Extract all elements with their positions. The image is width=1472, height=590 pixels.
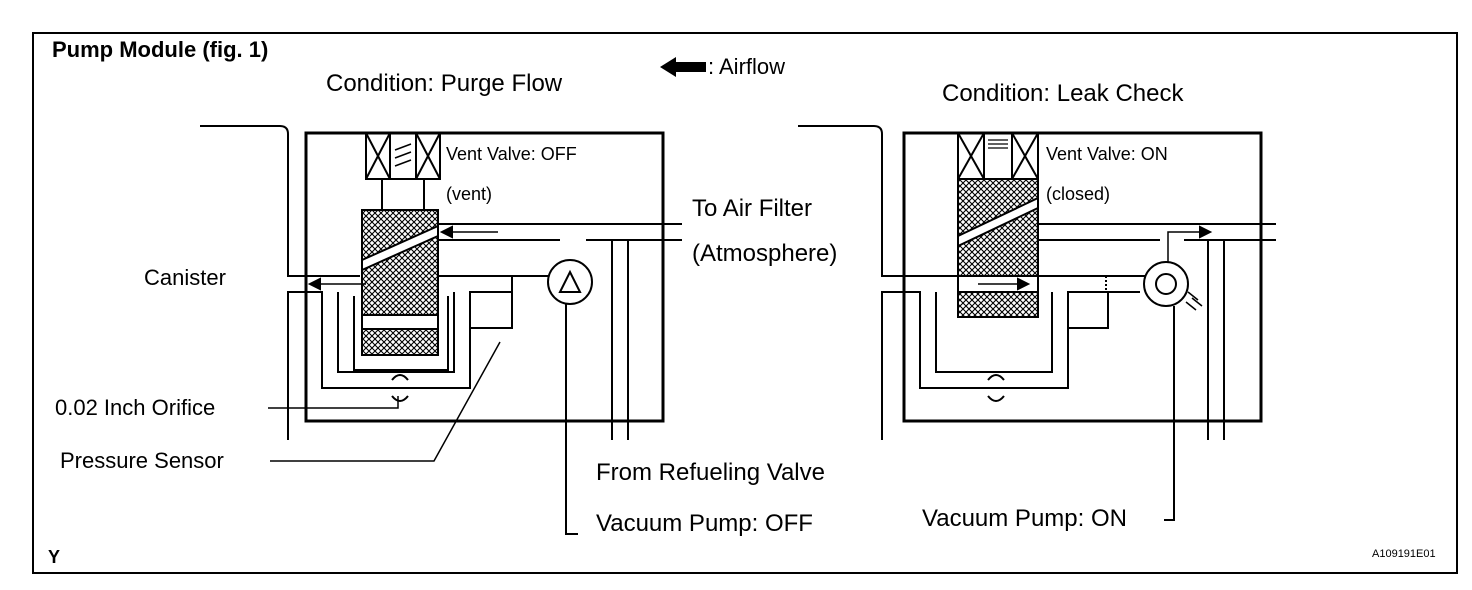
right-vent-valve-label: Vent Valve: ON — [1046, 144, 1168, 164]
atmosphere-label: (Atmosphere) — [692, 240, 838, 267]
left-condition-label: Condition: Purge Flow — [326, 70, 563, 97]
right-vacuum-pump-label: Vacuum Pump: ON — [922, 505, 1127, 532]
left-arrow-icon — [660, 57, 706, 77]
left-vent-state-label: (vent) — [446, 184, 493, 204]
airflow-legend-text: : Airflow — [708, 54, 786, 79]
figure-title: Pump Module (fig. 1) — [52, 37, 269, 62]
left-vacuum-pump-label: Vacuum Pump: OFF — [596, 510, 813, 537]
pressure-sensor-label: Pressure Sensor — [60, 448, 224, 473]
right-pump-module — [798, 125, 1276, 521]
figure-id: A109191E01 — [1372, 548, 1436, 560]
canister-label: Canister — [144, 265, 226, 290]
left-pump-module — [200, 125, 682, 535]
right-vent-state-label: (closed) — [1046, 184, 1111, 204]
refueling-valve-label: From Refueling Valve — [596, 459, 825, 486]
left-vent-valve-label: Vent Valve: OFF — [446, 144, 577, 164]
orifice-label: 0.02 Inch Orifice — [55, 395, 216, 420]
air-filter-label: To Air Filter — [692, 195, 813, 222]
right-condition-label: Condition: Leak Check — [942, 80, 1184, 107]
figure-border — [32, 32, 1458, 574]
corner-mark: Y — [48, 547, 61, 567]
